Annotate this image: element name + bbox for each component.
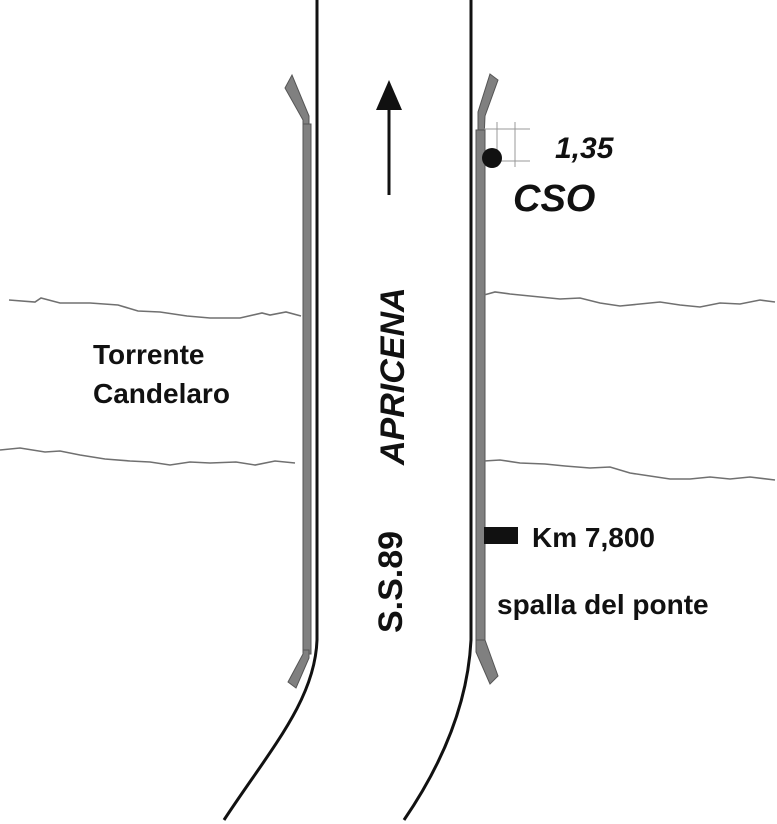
river-banks [0, 291, 776, 481]
road-edge-right [402, 0, 473, 821]
cso-value-label: 1,35 [555, 132, 615, 165]
km-marker-bar [484, 527, 518, 544]
bridge-parapet-left [284, 73, 312, 689]
river-bank-top-right [483, 291, 776, 308]
river-name-line2: Candelaro [93, 378, 230, 409]
km-label: Km 7,800 [532, 522, 655, 553]
direction-arrow [376, 80, 402, 195]
river-bank-top-left [8, 297, 302, 319]
road-direction-label: APRICENA [374, 287, 412, 466]
bridge-parapet-right [475, 73, 499, 685]
river-bank-bottom-right [483, 459, 776, 481]
river-bank-bottom-left [0, 447, 296, 466]
cso-label: CSO [513, 178, 595, 220]
river-name-line1: Torrente [93, 339, 205, 370]
bridge-abutment-note: spalla del ponte [497, 589, 709, 620]
cso-point-marker [482, 122, 530, 168]
road-name-label: S.S.89 [372, 531, 410, 633]
road-edge-left [222, 0, 319, 821]
cso-point-dot [482, 148, 502, 168]
